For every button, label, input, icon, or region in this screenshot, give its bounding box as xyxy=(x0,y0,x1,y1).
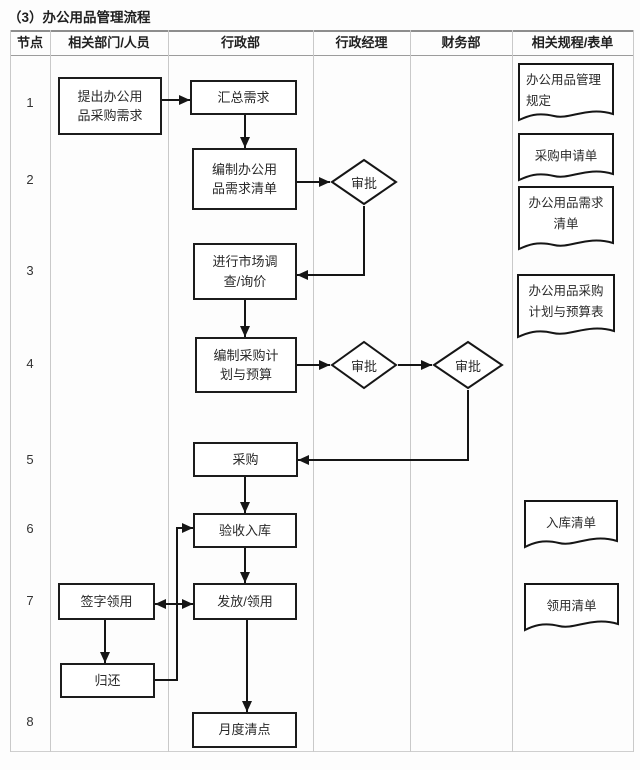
grid-line-col3 xyxy=(313,30,314,752)
process-box-purchase-plan-budget: 编制采购计 划与预算 xyxy=(195,337,297,393)
grid-line-right xyxy=(633,30,634,752)
process-box-purchase: 采购 xyxy=(193,442,298,477)
grid-line-left xyxy=(10,30,11,752)
document-shape xyxy=(518,186,614,251)
grid-line-col5 xyxy=(512,30,513,752)
process-box-inspect-warehouse: 验收入库 xyxy=(193,513,297,548)
decision-approve-manager-1: 审批 xyxy=(330,158,398,206)
node-number-2: 2 xyxy=(26,172,34,187)
document-label: 入库清单 xyxy=(545,516,596,530)
node-number-7: 7 xyxy=(26,593,34,608)
document-shape xyxy=(524,583,619,632)
header-bottom-border xyxy=(10,55,633,56)
document-receive-list: 领用清单 xyxy=(524,583,619,633)
decision-label: 审批 xyxy=(350,175,377,191)
decision-label: 审批 xyxy=(454,358,481,374)
document-plan-budget: 办公用品采购 计划与预算表 xyxy=(517,274,615,340)
table-top-border xyxy=(10,30,633,32)
process-box-distribute-receive: 发放/领用 xyxy=(193,583,297,620)
process-box-propose-purchase-need: 提出办公用 品采购需求 xyxy=(58,77,162,135)
decision-label: 审批 xyxy=(350,358,377,374)
page-title: （3）办公用品管理流程 xyxy=(8,10,151,25)
document-label: 办公用品管理 规定 xyxy=(526,73,602,108)
document-label: 办公用品采购 计划与预算表 xyxy=(528,284,604,319)
grid-line-col2 xyxy=(168,30,169,752)
process-box-summarize-demand: 汇总需求 xyxy=(190,80,297,115)
document-shape xyxy=(518,63,614,122)
decision-approve-finance: 审批 xyxy=(432,340,504,390)
grid-line-col1 xyxy=(50,30,51,752)
document-demand-list: 办公用品需求 清单 xyxy=(518,186,614,252)
grid-line-col4 xyxy=(410,30,411,752)
diamond-shape xyxy=(330,158,398,206)
header-node: 节点 xyxy=(16,35,43,50)
header-departments: 相关部门/人员 xyxy=(68,35,150,50)
node-number-3: 3 xyxy=(26,263,34,278)
process-box-market-survey: 进行市场调 查/询价 xyxy=(193,243,297,300)
document-label: 采购申请单 xyxy=(534,149,598,163)
document-purchase-request: 采购申请单 xyxy=(518,133,614,183)
node-number-8: 8 xyxy=(26,714,34,729)
document-shape xyxy=(518,133,614,182)
node-number-4: 4 xyxy=(26,356,34,371)
table-bottom-border xyxy=(10,751,633,752)
node-number-1: 1 xyxy=(26,95,34,110)
header-finance-dept: 财务部 xyxy=(441,35,481,50)
document-shape xyxy=(524,500,618,549)
header-admin-dept: 行政部 xyxy=(220,35,260,50)
process-box-compile-demand-list: 编制办公用 品需求清单 xyxy=(192,148,297,210)
diamond-shape xyxy=(432,340,504,390)
process-box-monthly-count: 月度清点 xyxy=(192,712,297,748)
document-label: 办公用品需求 清单 xyxy=(528,196,604,231)
decision-approve-manager-2: 审批 xyxy=(330,340,398,390)
node-number-5: 5 xyxy=(26,452,34,467)
document-shape xyxy=(517,274,615,339)
document-warehouse-list: 入库清单 xyxy=(524,500,618,550)
document-mgmt-rule: 办公用品管理 规定 xyxy=(518,63,614,123)
header-forms: 相关规程/表单 xyxy=(531,35,614,50)
process-box-return: 归还 xyxy=(60,663,155,698)
process-box-sign-receive: 签字领用 xyxy=(58,583,155,620)
header-admin-manager: 行政经理 xyxy=(335,35,388,50)
document-label: 领用清单 xyxy=(546,599,597,613)
diamond-shape xyxy=(330,340,398,390)
node-number-6: 6 xyxy=(26,521,34,536)
